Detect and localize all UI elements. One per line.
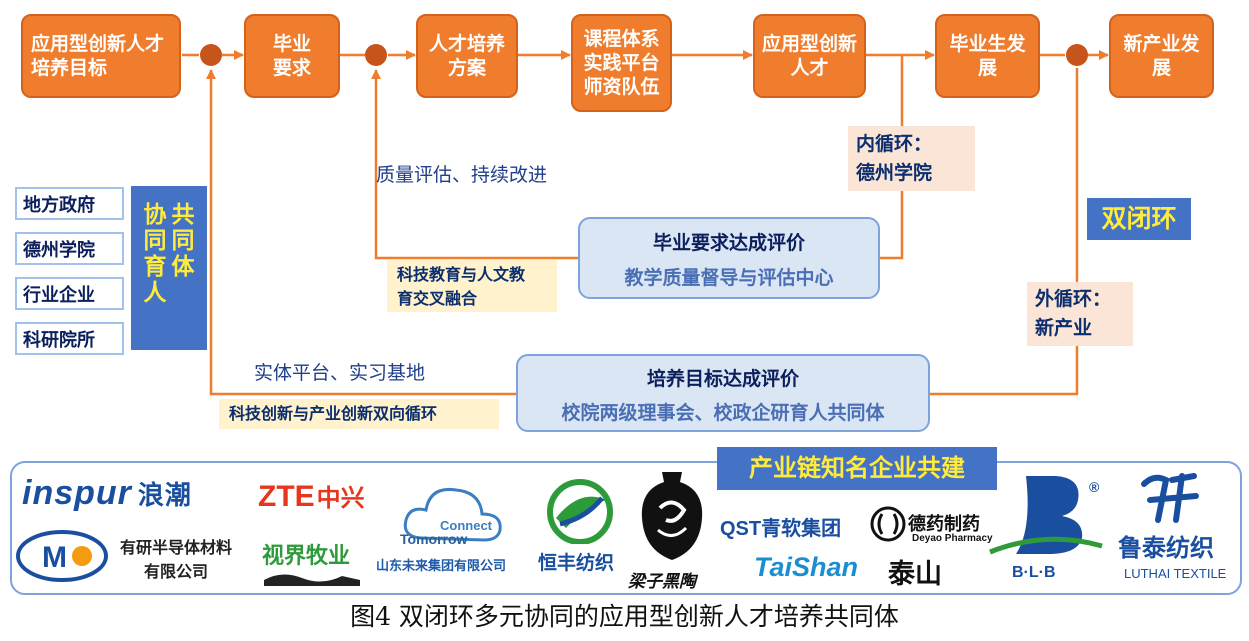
stakeholder-university: 德州学院 <box>15 232 124 265</box>
coeducation-panel: 协同育人 共同体 <box>131 186 207 350</box>
eval-training-goal-title: 培养目标达成评价 <box>646 368 799 390</box>
cloud-icon <box>403 487 502 542</box>
box-graduate-dev: 毕业生发 展 <box>935 14 1040 98</box>
hengfeng-name: 恒丰纺织 <box>538 553 615 574</box>
youyan-icon: M <box>16 530 108 582</box>
pottery-icon <box>641 472 703 560</box>
inner-loop-return <box>371 69 578 260</box>
box-graduation-req: 毕业 要求 <box>244 14 340 98</box>
connect-text-1: Connect <box>440 518 492 533</box>
luthai-en: LUTHAI TEXTILE <box>1124 566 1227 581</box>
hengfeng-icon <box>547 479 613 545</box>
junction-1 <box>200 44 222 66</box>
eval-graduation: 毕业要求达成评价 教学质量督导与评估中心 <box>578 217 880 299</box>
label-innovation-cycle: 科技创新与产业创新双向循环 <box>219 399 499 429</box>
taishan-cn: 泰山 <box>888 559 942 589</box>
connect-text-2: Tomorrow <box>400 531 468 547</box>
zte-cn: 中兴 <box>316 485 365 512</box>
logo-connect <box>398 478 508 553</box>
box-curriculum: 课程体系 实践平台 师资队伍 <box>571 14 672 112</box>
figure-caption: 图4 双闭环多元协同的应用型创新人才培养共同体 <box>350 602 899 631</box>
industry-title: 产业链知名企业共建 <box>717 447 997 490</box>
logo-youyan: M <box>16 530 108 587</box>
deyao-name: 德药制药 <box>908 514 980 534</box>
logo-deyao <box>870 506 906 547</box>
luthai-icon <box>1141 473 1199 523</box>
label-sci-edu: 科技教育与人文教 育交叉融合 <box>387 260 557 312</box>
blb-name: B·L·B <box>1012 564 1056 581</box>
label-entity-platform: 实体平台、实习基地 <box>254 362 426 384</box>
box-new-industry: 新产业发 展 <box>1109 14 1214 98</box>
junction-2 <box>365 44 387 66</box>
logo-taishan: TaiShan <box>754 552 859 582</box>
eval-training-goal-sub: 校院两级理事会、校政企研育人共同体 <box>561 402 885 424</box>
deyao-en: Deyao Pharmacy <box>912 533 993 544</box>
label-outer-loop: 外循环： 新产业 <box>1027 282 1133 346</box>
eval-graduation-title: 毕业要求达成评价 <box>652 232 805 254</box>
stakeholder-government: 地方政府 <box>15 187 124 220</box>
label-quality: 质量评估、持续改进 <box>376 164 548 186</box>
coeducation-col-2: 共同体 <box>171 202 195 280</box>
inner-loop-line <box>880 55 904 260</box>
logo-hengfeng <box>536 478 624 549</box>
outer-loop-line <box>930 68 1079 396</box>
logo-luthai <box>1138 470 1204 531</box>
logo-blb: ® <box>986 470 1106 571</box>
inspur-text: inspur <box>22 474 132 512</box>
coeducation-col-1: 协同育人 <box>143 202 167 306</box>
junction-3 <box>1066 44 1088 66</box>
eval-graduation-sub: 教学质量督导与评估中心 <box>624 267 834 289</box>
inspur-cn: 浪潮 <box>137 480 192 510</box>
label-inner-loop: 内循环： 德州学院 <box>848 126 975 191</box>
zte-text: ZTE <box>258 480 315 513</box>
shijie-name: 视界牧业 <box>262 543 351 568</box>
logo-zte: ZTE中兴 <box>258 478 365 514</box>
box-training-plan: 人才培养 方案 <box>416 14 518 98</box>
box-innovative-talent: 应用型创新 人才 <box>753 14 866 98</box>
blb-icon: ® <box>989 476 1103 555</box>
luthai-name: 鲁泰纺织 <box>1118 535 1214 562</box>
logo-qst: QST青软集团 <box>720 518 842 540</box>
label-double-loop: 双闭环 <box>1087 198 1191 240</box>
box-training-goal: 应用型创新人才 培养目标 <box>21 14 181 98</box>
logo-liangzi <box>636 468 708 569</box>
youyan-name: 有研半导体材料 有限公司 <box>120 540 233 581</box>
logo-shijie: 视界牧业 <box>262 538 362 591</box>
svg-text:M: M <box>42 541 67 574</box>
outer-loop-return <box>206 69 516 396</box>
liangzi-name: 梁子黑陶 <box>628 572 696 591</box>
industry-panel-border <box>10 461 1242 595</box>
shandong-name: 山东未来集团有限公司 <box>376 558 507 573</box>
eval-training-goal: 培养目标达成评价 校院两级理事会、校政企研育人共同体 <box>516 354 930 432</box>
deyao-icon <box>870 506 906 542</box>
stakeholder-industry: 行业企业 <box>15 277 124 310</box>
svg-text:®: ® <box>1089 479 1100 495</box>
stakeholder-research: 科研院所 <box>15 322 124 355</box>
shijie-icon <box>264 574 360 586</box>
